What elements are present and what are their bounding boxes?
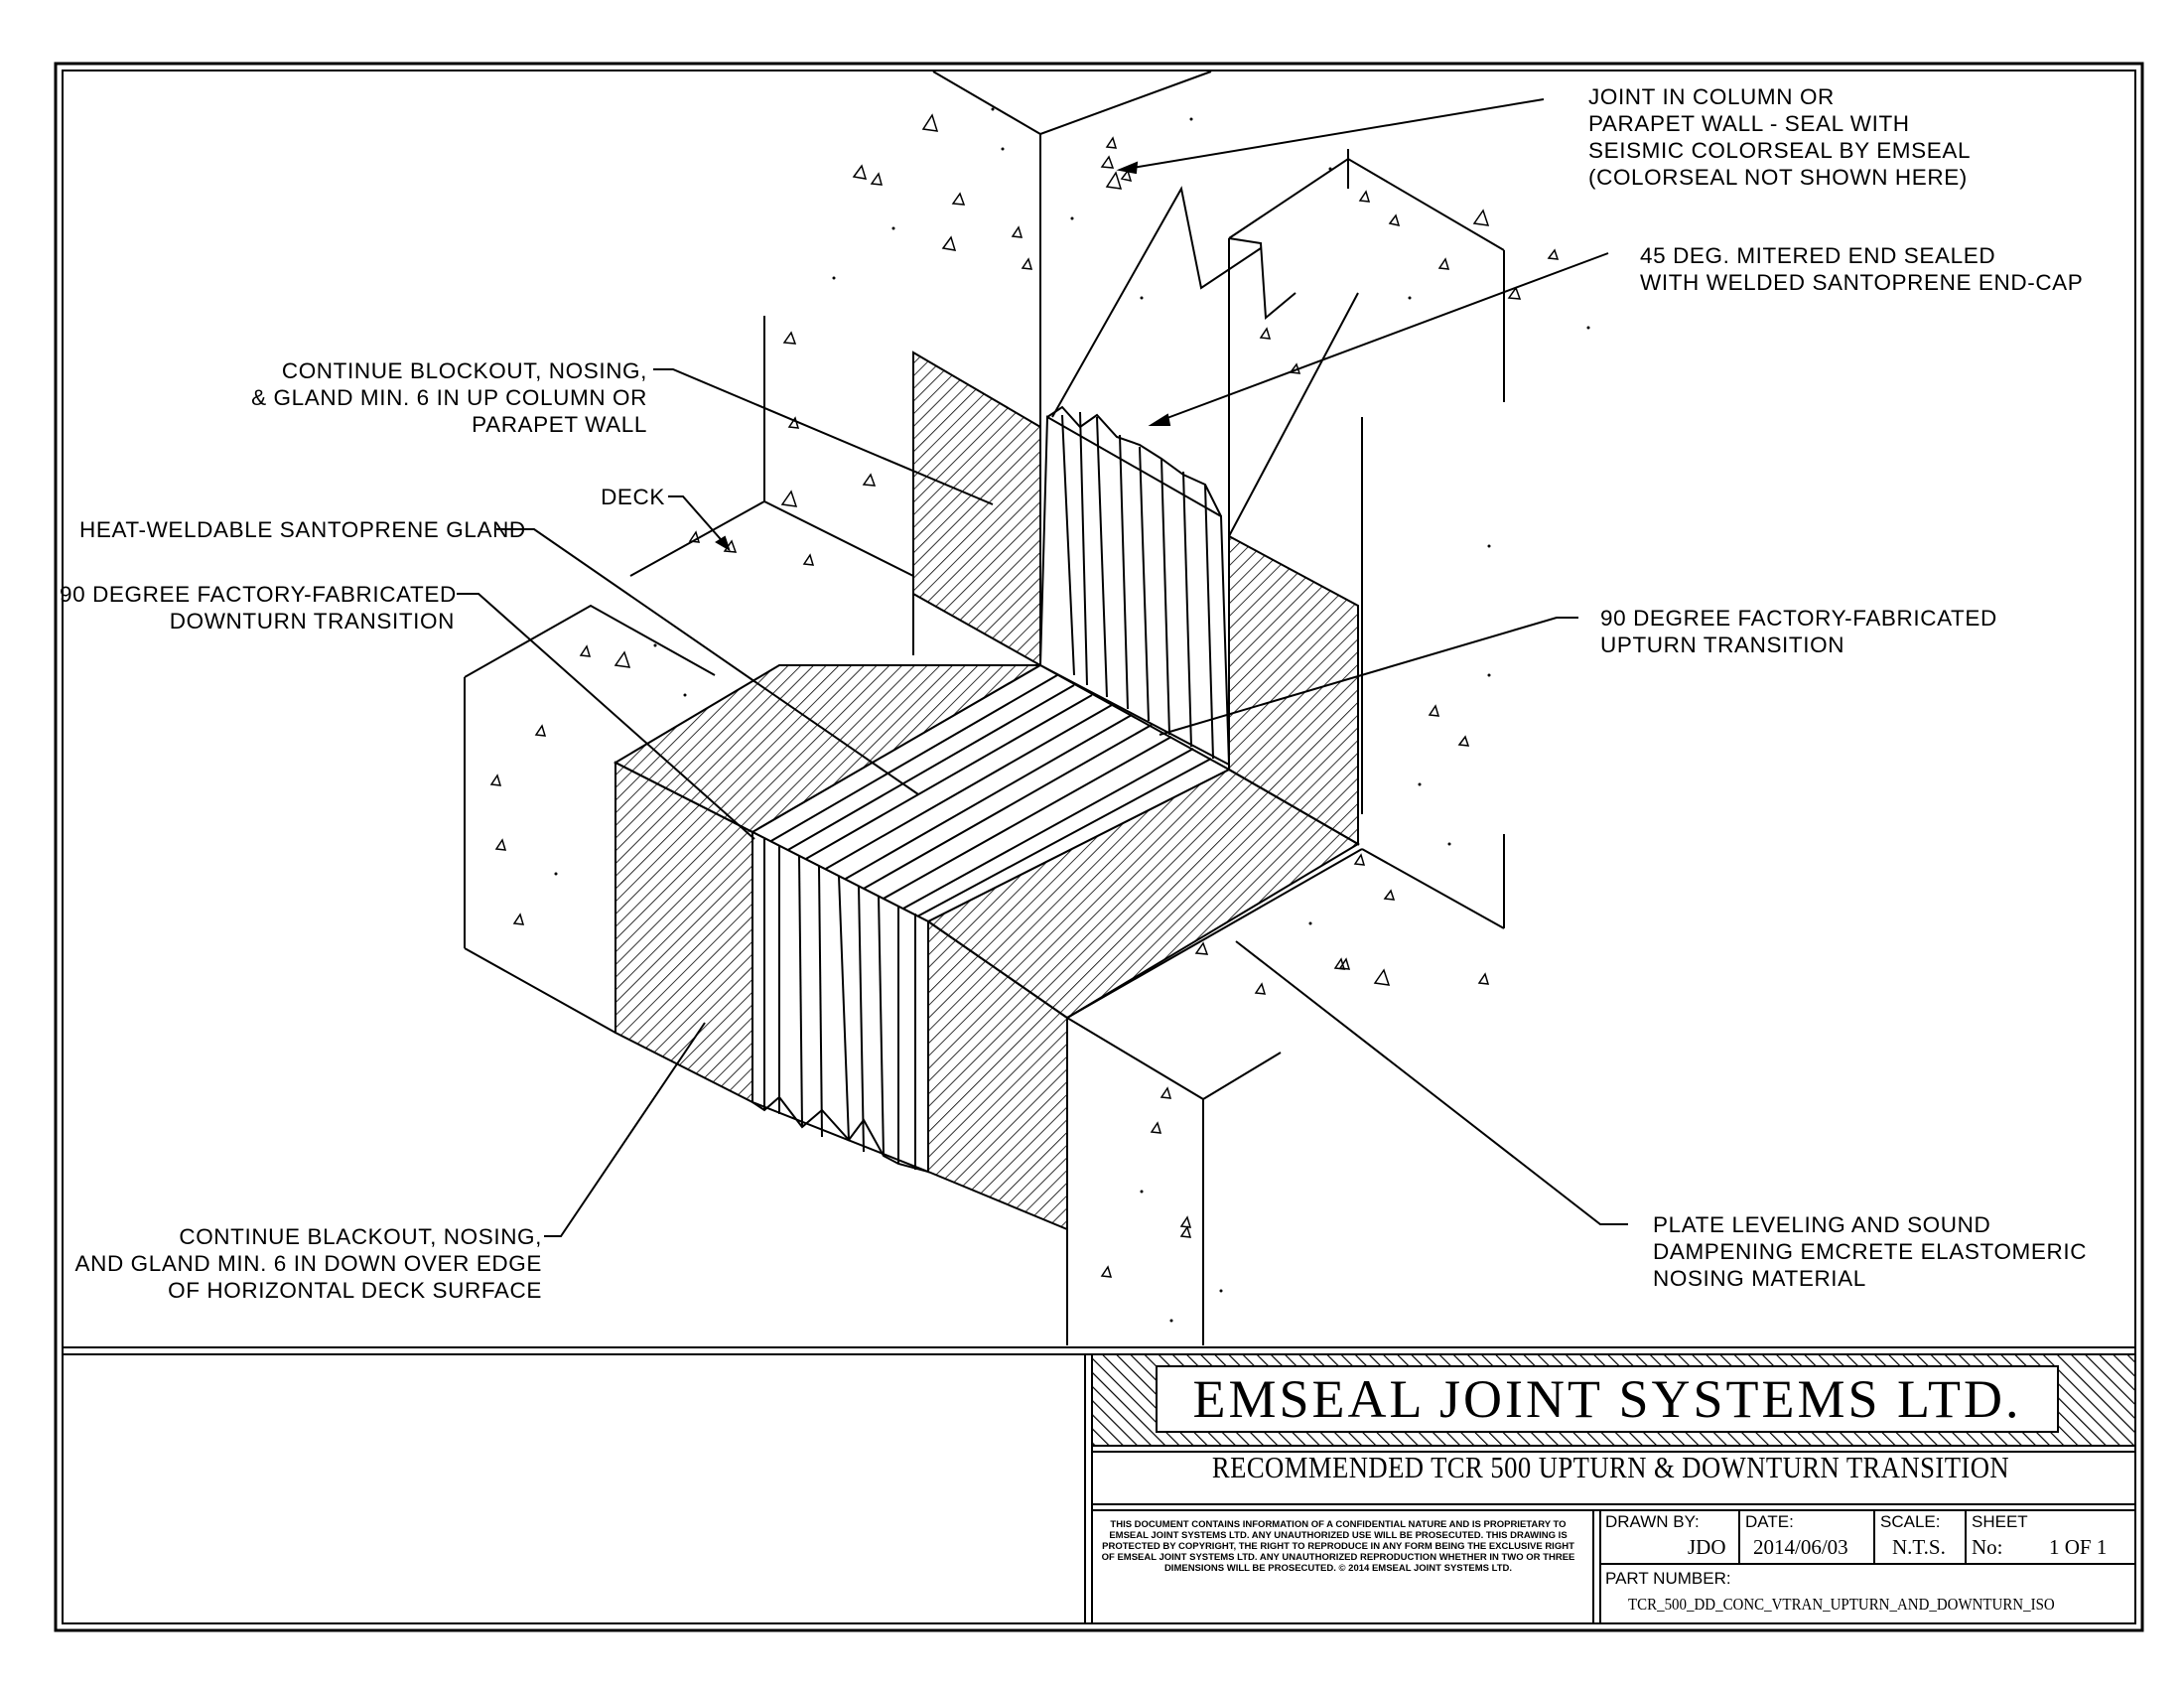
sheet-no-value: 1 OF 1 — [2049, 1535, 2108, 1559]
sheet-border-outer — [54, 62, 2144, 1632]
callout-continue-blockout-up: CONTINUE BLOCKOUT, NOSING, & GLAND MIN. … — [189, 357, 647, 438]
callout-continue-blackout-down: CONTINUE BLACKOUT, NOSING, AND GLAND MIN… — [60, 1223, 542, 1304]
callout-mitered-end: 45 DEG. MITERED END SEALED WITH WELDED S… — [1640, 242, 2083, 296]
callout-line: JOINT IN COLUMN OR — [1588, 84, 1835, 109]
santoprene-gland — [750, 405, 1232, 1174]
callout-line: PARAPET WALL — [472, 412, 647, 437]
callout-gland: HEAT-WELDABLE SANTOPRENE GLAND — [79, 517, 526, 542]
callout-deck: DECK — [601, 485, 665, 509]
callout-line: CONTINUE BLOCKOUT, NOSING, — [281, 358, 647, 383]
drawing-title: RECOMMENDED TCR 500 UPTURN & DOWNTURN TR… — [1211, 1450, 2010, 1484]
drawn-by-value: JDO — [1688, 1535, 1726, 1559]
sheet-label: SHEET — [1972, 1512, 2028, 1531]
callout-nosing: PLATE LEVELING AND SOUND DAMPENING EMCRE… — [1653, 1211, 2087, 1292]
leader-lines — [457, 98, 1628, 1237]
callout-line: WITH WELDED SANTOPRENE END-CAP — [1640, 270, 2084, 295]
drawn-by-label: DRAWN BY: — [1605, 1512, 1700, 1531]
callout-line: 90 DEGREE FACTORY-FABRICATED — [60, 582, 457, 607]
callout-line: 90 DEGREE FACTORY-FABRICATED — [1600, 606, 1997, 631]
part-number-label: PART NUMBER: — [1605, 1569, 1731, 1588]
callout-line: PLATE LEVELING AND SOUND — [1653, 1212, 1991, 1237]
callout-line: DAMPENING EMCRETE ELASTOMERIC — [1653, 1239, 2088, 1264]
concrete-dots — [554, 107, 1590, 1323]
callout-line: (COLORSEAL NOT SHOWN HERE) — [1588, 165, 1968, 190]
callout-line: OF HORIZONTAL DECK SURFACE — [168, 1278, 542, 1303]
callout-line: SEISMIC COLORSEAL BY EMSEAL — [1588, 138, 1972, 163]
scale-value: N.T.S. — [1892, 1535, 1946, 1559]
callout-line: UPTURN TRANSITION — [1600, 633, 1845, 657]
date-label: DATE: — [1745, 1512, 1794, 1531]
part-number-value: TCR_500_DD_CONC_VTRAN_UPTURN_AND_DOWNTUR… — [1628, 1595, 2055, 1614]
callout-line: CONTINUE BLACKOUT, NOSING, — [179, 1224, 542, 1249]
company-name: EMSEAL JOINT SYSTEMS LTD. — [1156, 1365, 2059, 1433]
callout-joint-in-column: JOINT IN COLUMN OR PARAPET WALL - SEAL W… — [1588, 83, 1971, 191]
callout-line: & GLAND MIN. 6 IN UP COLUMN OR — [251, 385, 647, 410]
sheet-no-label: No: — [1972, 1535, 2003, 1559]
callout-upturn: 90 DEGREE FACTORY-FABRICATED UPTURN TRAN… — [1600, 605, 1997, 658]
confidentiality-notice: THIS DOCUMENT CONTAINS INFORMATION OF A … — [1101, 1519, 1575, 1574]
date-value: 2014/06/03 — [1753, 1535, 1848, 1559]
leader-gland — [496, 528, 919, 795]
nosing-blockout — [613, 351, 1360, 1231]
scale-label: SCALE: — [1880, 1512, 1941, 1531]
callout-line: NOSING MATERIAL — [1653, 1266, 1866, 1291]
leader-mitered-end — [1156, 252, 1609, 423]
leader-downturn — [457, 593, 755, 840]
callout-downturn: 90 DEGREE FACTORY-FABRICATED DOWNTURN TR… — [60, 581, 457, 634]
sheet-border-inner — [62, 70, 2136, 1624]
leader-continue-down — [544, 1022, 706, 1237]
leader-deck — [668, 495, 728, 547]
mitered-end-cap — [1051, 186, 1359, 537]
callout-line: AND GLAND MIN. 6 IN DOWN OVER EDGE — [74, 1251, 542, 1276]
leader-joint-in-column — [1126, 98, 1545, 170]
callout-line: DOWNTURN TRANSITION — [169, 609, 455, 633]
leader-continue-up — [653, 368, 994, 505]
leader-nosing — [1235, 940, 1628, 1225]
leader-upturn — [1159, 617, 1578, 736]
callout-line: 45 DEG. MITERED END SEALED — [1640, 243, 1996, 268]
title-block-grid — [1092, 1503, 2135, 1623]
callout-line: PARAPET WALL - SEAL WITH — [1588, 111, 1910, 136]
